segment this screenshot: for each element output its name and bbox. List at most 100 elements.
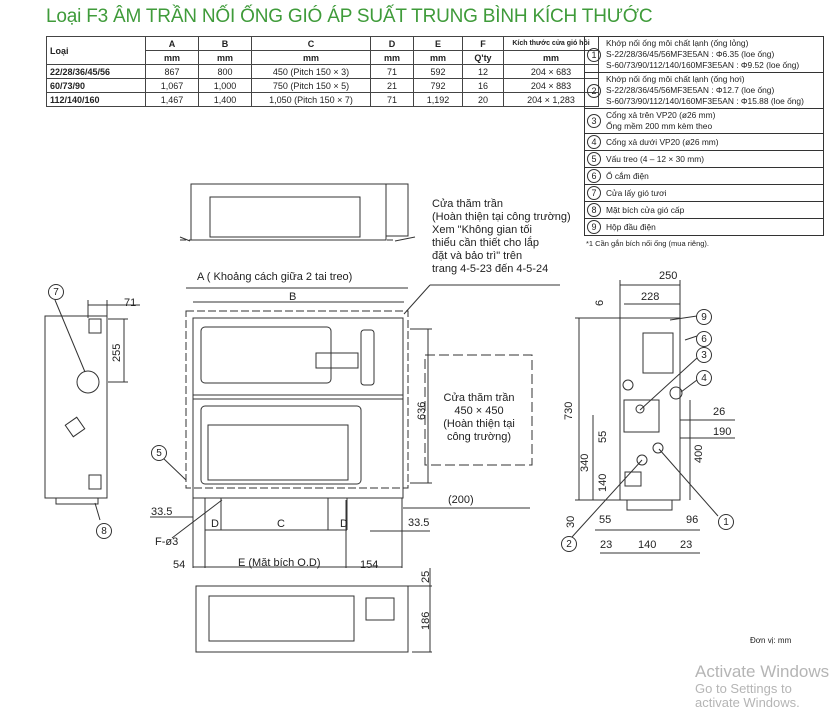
inspection-opening	[424, 354, 533, 466]
note-line: Xem "Không gian tối	[432, 224, 532, 236]
table-row: 60/73/90 1,067 1,000 750 (Pitch 150 × 5)…	[46, 78, 599, 93]
legend-line: S-22/28/36/45/56MF3E5AN : Φ6.35 (loe ống…	[606, 49, 775, 59]
dim-71: 71	[124, 297, 137, 309]
legend-line: Cửa lấy gió tươi	[606, 187, 667, 198]
dim-25: 25	[420, 570, 432, 583]
legend-number-icon: 9	[587, 220, 601, 234]
activation-watermark-subtitle: Go to Settings to activate Windows.	[695, 681, 800, 710]
model-header: Loại	[46, 36, 146, 65]
callout-2: 2	[561, 536, 577, 552]
dim-140-horizontal: 140	[638, 539, 657, 551]
dim-d-left: D	[211, 518, 219, 530]
legend-line: Vấu treo (4 – 12 × 30 mm)	[606, 153, 704, 164]
legend-line: S-22/28/36/45/56MF3E5AN : Φ12.7 (loe ống…	[606, 85, 775, 95]
dim-23-right: 23	[680, 539, 693, 551]
dim-a: A ( Khoảng cách giữa 2 tai treo)	[197, 271, 353, 283]
dim-636: 636	[416, 401, 428, 420]
legend-number-icon: 1	[587, 47, 601, 62]
callout-5: 5	[151, 445, 167, 461]
dim-250: 250	[659, 270, 678, 282]
legend-line: Hộp đầu điện	[606, 221, 656, 232]
dim-340: 340	[579, 453, 591, 472]
dim-255: 255	[111, 343, 123, 362]
callout-9: 9	[696, 309, 712, 325]
legend-number-icon: 5	[587, 152, 601, 166]
dim-e: E (Mặt bích O.D)	[238, 557, 321, 569]
right-view-unit	[571, 280, 735, 554]
dim-c: C	[277, 518, 285, 530]
legend-item: 8 Mặt bích cửa gió cấp	[585, 202, 823, 219]
dim-228: 228	[641, 291, 660, 303]
dim-55-horizontal: 55	[599, 514, 612, 526]
callout-6: 6	[696, 331, 712, 347]
cell: 1,050 (Pitch 150 × 7)	[251, 92, 371, 107]
note-line: đặt và bảo trì" trên	[432, 250, 523, 262]
legend-item: 5 Vấu treo (4 – 12 × 30 mm)	[585, 151, 823, 168]
legend-line: S-60/73/90/112/140/160MF3E5AN : Φ15.88 (…	[606, 96, 804, 106]
legend-item: 7 Cửa lấy gió tươi	[585, 185, 823, 202]
model-cell: 112/140/160	[46, 92, 146, 107]
dim-400: 400	[693, 444, 705, 463]
callout-4: 4	[696, 370, 712, 386]
top-view-unit	[179, 183, 416, 242]
dim-186: 186	[420, 611, 432, 630]
legend-item: 4 Cổng xả dưới VP20 (ø26 mm)	[585, 134, 823, 151]
side-view-unit	[44, 299, 140, 521]
legend-number-icon: 2	[587, 83, 601, 98]
inspection-line: 450 × 450	[454, 405, 504, 417]
callout-8: 8	[96, 523, 112, 539]
legend-number-icon: 8	[587, 203, 601, 217]
legend-number-icon: 7	[587, 186, 601, 200]
unit-note: Đơn vị: mm	[750, 636, 792, 645]
dim-33-5-left: 33.5	[151, 506, 173, 518]
dim-30: 30	[565, 515, 577, 528]
callout-3: 3	[696, 347, 712, 363]
legend-number-icon: 4	[587, 135, 601, 149]
legend-line: Cổng xả dưới VP20 (ø26 mm)	[606, 136, 719, 147]
inspection-line: (Hoàn thiện tại	[443, 418, 515, 430]
note-line: trang 4-5-23 đến 4-5-24	[432, 263, 549, 275]
legend-line: Ống mềm 200 mm kèm theo	[606, 121, 713, 131]
callout-7: 7	[48, 284, 64, 300]
dim-140-vertical: 140	[597, 473, 609, 492]
legend-line: Khớp nối ống môi chất lạnh (ống lỏng)	[606, 38, 749, 48]
table-row: 112/140/160 1,467 1,400 1,050 (Pitch 150…	[46, 92, 599, 107]
legend-item: 2 Khớp nối ống môi chất lạnh (ống hơi)S-2…	[585, 73, 823, 109]
legend-line: Khớp nối ống môi chất lạnh (ống hơi)	[606, 74, 745, 84]
note-line: (Hoàn thiện tại công trường)	[432, 211, 571, 223]
legend-number-icon: 6	[587, 169, 601, 183]
dim-26: 26	[713, 406, 726, 418]
dim-96: 96	[686, 514, 699, 526]
inspection-line: công trường)	[446, 431, 512, 443]
legend-number-icon: 3	[587, 114, 601, 128]
inspection-label: Cửa thăm trần 450 × 450 (Hoàn thiện tại …	[428, 392, 530, 444]
dim-730: 730	[563, 401, 575, 420]
table-row: 22/28/36/45/56 867 800 450 (Pitch 150 × …	[46, 64, 599, 79]
dim-200: (200)	[448, 494, 474, 506]
legend-line: Mặt bích cửa gió cấp	[606, 204, 685, 215]
dimension-table: Loại A B C D E F Kích thước cửa gió hồi …	[46, 36, 599, 107]
dim-190: 190	[713, 426, 732, 438]
legend-item: 6 Ổ cắm điện	[585, 168, 823, 185]
dim-154: 154	[360, 559, 379, 571]
dim-d-right: D	[340, 518, 348, 530]
note-line: Cửa thăm trần	[432, 198, 503, 210]
legend-line: S-60/73/90/112/140/160MF3E5AN : Φ9.52 (l…	[606, 60, 800, 70]
legend-line: Ổ cắm điện	[606, 170, 649, 181]
callout-1: 1	[718, 514, 734, 530]
inspection-line: Cửa thăm trần	[443, 392, 515, 404]
note-line: thiểu cần thiết cho lắp	[432, 237, 540, 249]
dim-f: F-ø3	[155, 536, 179, 548]
legend-item: 9 Hộp đầu điện	[585, 219, 823, 235]
cell: 204 × 1,283	[503, 92, 599, 107]
cell: 1,467	[145, 92, 199, 107]
dim-23-left: 23	[600, 539, 613, 551]
bottom-view-unit	[195, 568, 432, 653]
dim-6: 6	[594, 299, 606, 306]
activation-watermark-title: Activate Windows	[695, 662, 830, 681]
dim-b: B	[289, 291, 297, 303]
